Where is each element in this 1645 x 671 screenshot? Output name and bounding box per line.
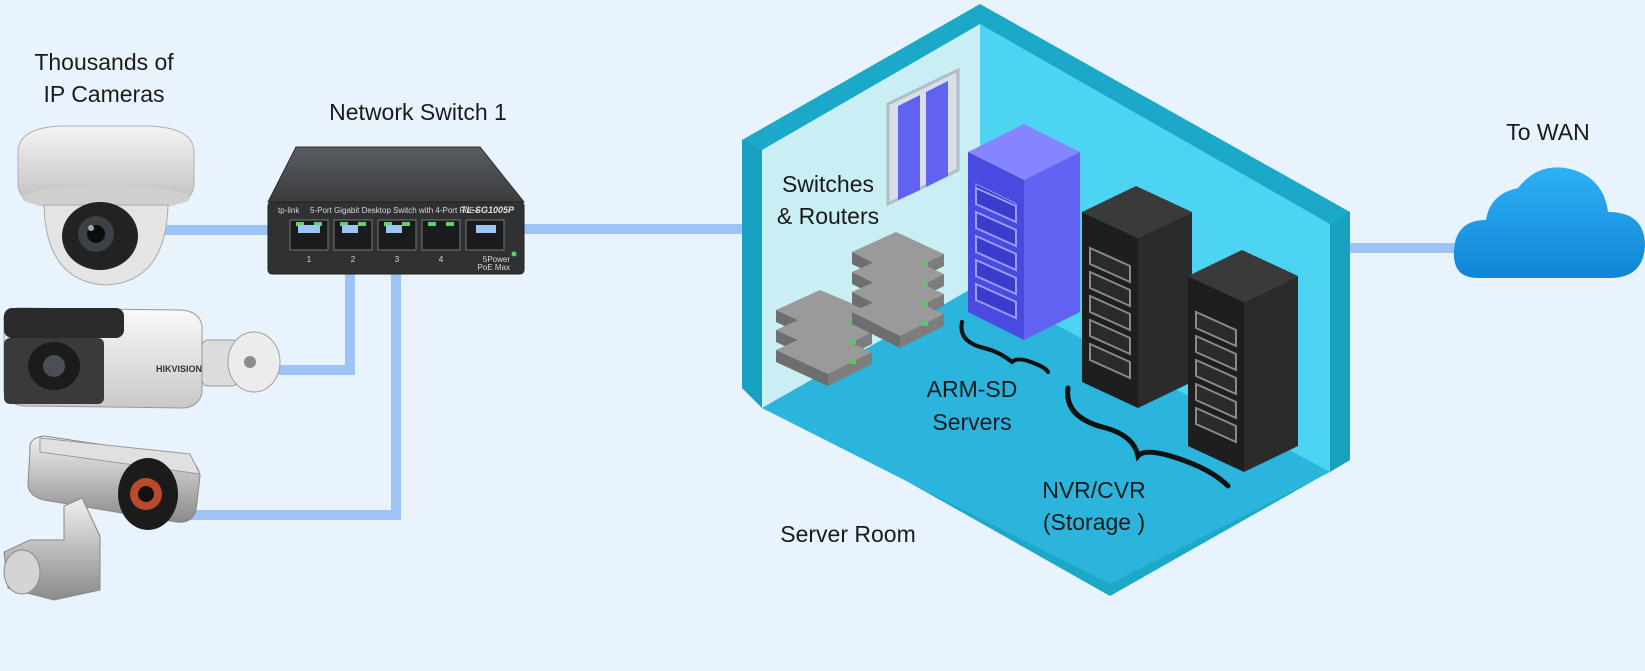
switch-port-5[interactable] [465, 219, 505, 251]
arm-brace-icon [959, 320, 1050, 374]
switch-port-number-4: 4 [439, 255, 444, 264]
camera-brand-label: HIKVISION [156, 364, 202, 374]
switch-ports [289, 219, 505, 251]
switch-port-4[interactable] [421, 219, 461, 251]
wan-label: To WAN [1506, 119, 1590, 145]
network-switch-icon: tp-link 5-Port Gigabit Desktop Switch wi… [267, 146, 526, 275]
arm-server-rack-icon [968, 124, 1080, 340]
switch-port-2[interactable] [333, 219, 373, 251]
switch-port-number-3: 3 [395, 255, 400, 264]
cloud-icon [1453, 167, 1645, 278]
switch-power-label: Power [487, 255, 510, 264]
switch-model-label: TL-SG1005P [461, 205, 515, 215]
box-camera-icon [3, 435, 201, 601]
cable-box-camera [175, 238, 401, 520]
server-room [742, 4, 1350, 596]
switches-routers-label-line1: Switches [782, 171, 874, 197]
bullet-camera-icon: HIKVISION [3, 307, 281, 409]
nvr-label-line1: NVR/CVR [1042, 477, 1146, 503]
switch-port-1[interactable] [289, 219, 329, 251]
switch-label: Network Switch 1 [329, 99, 507, 125]
switch-poe-label: PoE Max [478, 263, 510, 272]
switch-port-3[interactable] [377, 219, 417, 251]
switch-port-number-5: 5 [483, 255, 488, 264]
window-icon [886, 67, 960, 207]
cameras-label-line2: IP Cameras [43, 81, 164, 107]
arm-servers-label-line2: Servers [932, 409, 1011, 435]
cable-bullet-camera [265, 238, 355, 375]
nvr-rack-2-icon [1188, 250, 1298, 472]
switch-brand-label: tp-link [278, 206, 300, 215]
switch-port-number-1: 1 [307, 255, 312, 264]
nvr-label-line2: (Storage ) [1043, 509, 1145, 535]
dome-camera-icon [17, 125, 195, 286]
server-room-label: Server Room [780, 521, 915, 547]
switch-port-number-2: 2 [351, 255, 356, 264]
arm-servers-label-line1: ARM-SD [927, 376, 1018, 402]
switches-routers-label-line2: & Routers [777, 203, 879, 229]
switch-description-label: 5-Port Gigabit Desktop Switch with 4-Por… [310, 206, 480, 215]
nvr-brace-icon [1065, 385, 1231, 489]
cameras-label-line1: Thousands of [34, 49, 174, 75]
switch-power-led-icon [511, 251, 517, 257]
nvr-rack-1-icon [1082, 186, 1192, 408]
switches-routers-icon [776, 232, 944, 386]
